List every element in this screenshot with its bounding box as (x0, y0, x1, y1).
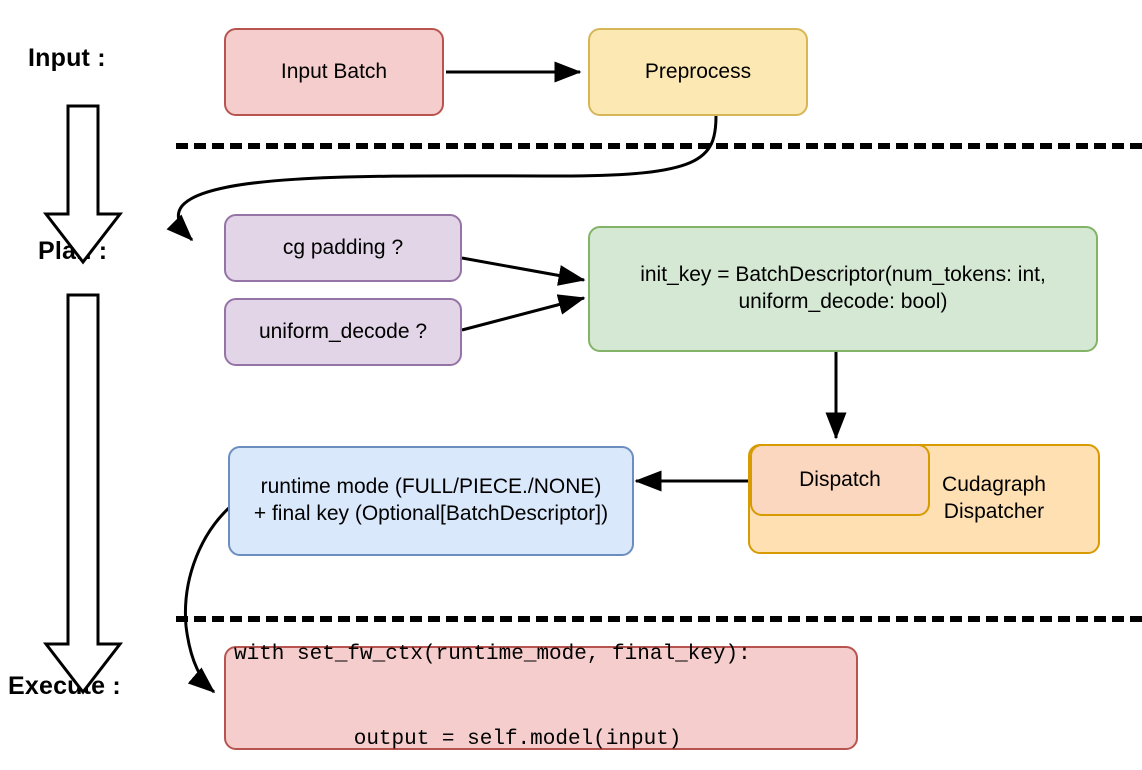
node-cg-padding[interactable]: cg padding ? (224, 214, 462, 282)
stage-label-plan: Plan : (38, 237, 108, 265)
plan-to-execute-stage-arrow (42, 293, 124, 695)
node-init-key-line1: init_key = BatchDescriptor(num_tokens: i… (640, 263, 1046, 287)
node-runtime-mode[interactable]: runtime mode (FULL/PIECE./NONE) + final … (228, 446, 634, 556)
node-execute-code[interactable]: with set_fw_ctx(runtime_mode, final_key)… (224, 643, 858, 751)
node-preprocess[interactable]: Preprocess (588, 28, 808, 116)
stage-label-execute: Execute : (8, 672, 121, 700)
edge-uniform-decode-to-init-key (461, 294, 586, 332)
node-input-batch[interactable]: Input Batch (224, 28, 444, 116)
node-uniform-decode[interactable]: uniform_decode ? (224, 298, 462, 366)
node-execute-code-line2: output = self.model(input) (303, 728, 682, 752)
node-runtime-mode-line2: + final key (Optional[BatchDescriptor]) (253, 502, 609, 525)
node-init-key-line2: uniform_decode: bool) (738, 290, 948, 313)
node-cudagraph-dispatcher-line1: Cudagraph (942, 473, 1046, 497)
node-cg-padding-label: cg padding ? (282, 235, 404, 259)
input-plan-divider (176, 143, 1142, 149)
node-dispatch[interactable]: Dispatch (750, 444, 930, 516)
plan-execute-divider (176, 616, 1142, 622)
node-input-batch-label: Input Batch (280, 59, 388, 83)
node-preprocess-label: Preprocess (644, 59, 752, 83)
node-cudagraph-dispatcher-line2: Dispatcher (943, 500, 1045, 523)
node-dispatch-label: Dispatch (799, 467, 881, 491)
node-runtime-mode-line1: runtime mode (FULL/PIECE./NONE) (260, 475, 602, 499)
node-init-key[interactable]: init_key = BatchDescriptor(num_tokens: i… (588, 226, 1098, 352)
edge-cg-padding-to-init-key (461, 256, 586, 286)
node-uniform-decode-label: uniform_decode ? (258, 319, 428, 343)
node-execute-code-line1: with set_fw_ctx(runtime_mode, final_key)… (234, 643, 751, 667)
stage-label-input: Input : (28, 44, 106, 72)
